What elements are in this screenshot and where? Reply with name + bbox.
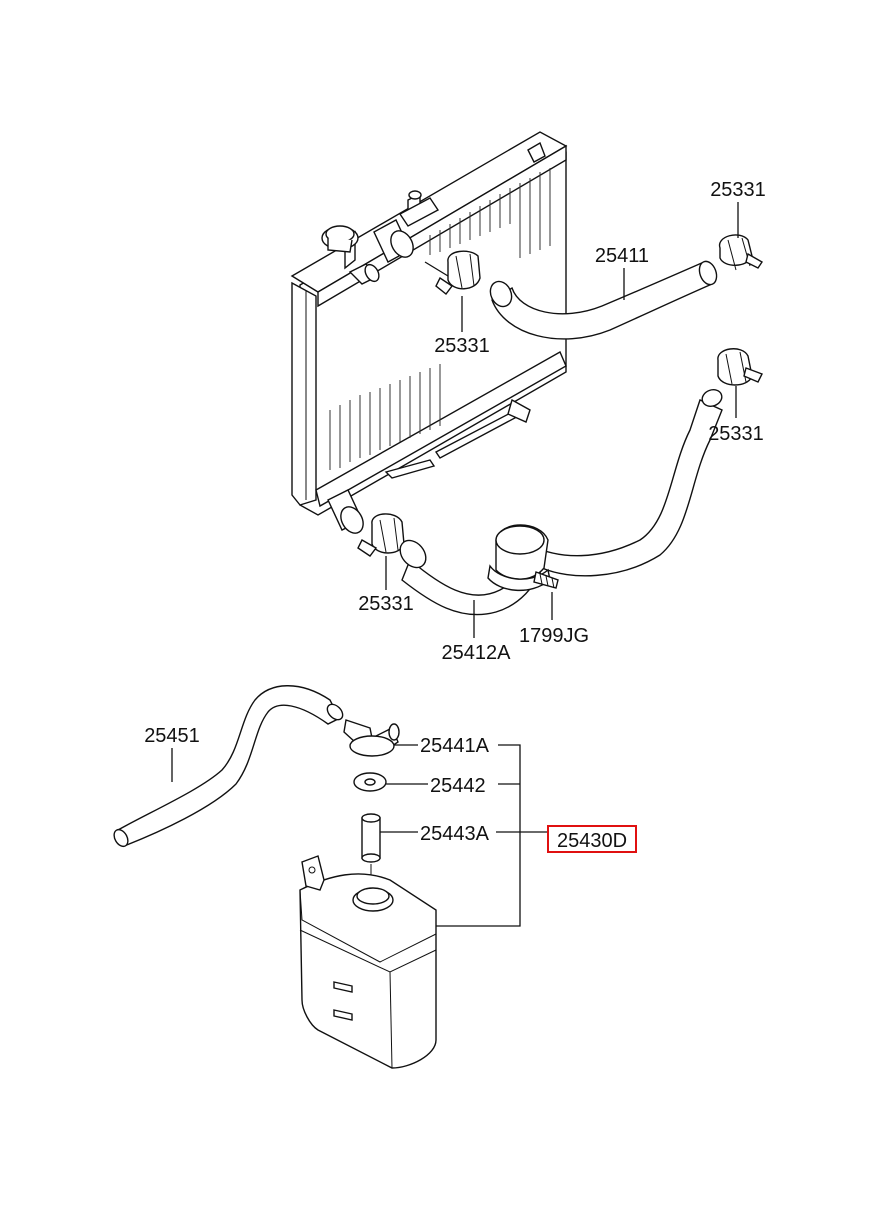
reservoir-cap-elbow bbox=[343, 719, 400, 757]
radiator bbox=[290, 131, 568, 534]
reservoir-tank bbox=[299, 855, 437, 1069]
hose-band-clamp bbox=[487, 524, 559, 592]
callout-25412A: 25412A bbox=[442, 642, 512, 664]
callout-25451: 25451 bbox=[144, 725, 200, 747]
lower-radiator-hose bbox=[399, 389, 723, 616]
callout-25443A: 25443A bbox=[420, 823, 490, 845]
radiator-cap bbox=[321, 225, 359, 270]
upper-radiator-hose bbox=[489, 260, 718, 340]
leader-lines-upper bbox=[385, 202, 739, 638]
callout-25331-mid: 25331 bbox=[434, 335, 490, 357]
callout-25411: 25411 bbox=[595, 245, 649, 267]
callout-25442: 25442 bbox=[430, 775, 486, 797]
leader-lines-lower bbox=[171, 744, 548, 927]
hose-clamp-mid bbox=[435, 250, 481, 295]
callout-25430D: 25430D bbox=[557, 830, 627, 852]
hose-clamp-top-right bbox=[719, 234, 763, 271]
reservoir-tube bbox=[361, 813, 381, 888]
callout-25430D-highlight[interactable]: 25430D bbox=[547, 825, 637, 853]
overflow-hose bbox=[113, 685, 344, 848]
radiator-fins-bottom bbox=[329, 364, 441, 470]
callout-25331-right: 25331 bbox=[708, 423, 764, 445]
callout-1799JG: 1799JG bbox=[519, 625, 589, 647]
reservoir-washer bbox=[353, 772, 387, 792]
callout-25441A: 25441A bbox=[420, 735, 490, 757]
highlight-box bbox=[547, 825, 637, 853]
radiator-fins-top bbox=[429, 168, 551, 258]
radiator-lower-outlet bbox=[327, 489, 364, 534]
callout-25331-top-right: 25331 bbox=[710, 179, 766, 201]
hose-clamp-bottom-left bbox=[357, 513, 405, 557]
callout-25331-bottom-left: 25331 bbox=[358, 593, 414, 615]
hose-clamp-right bbox=[717, 348, 763, 386]
